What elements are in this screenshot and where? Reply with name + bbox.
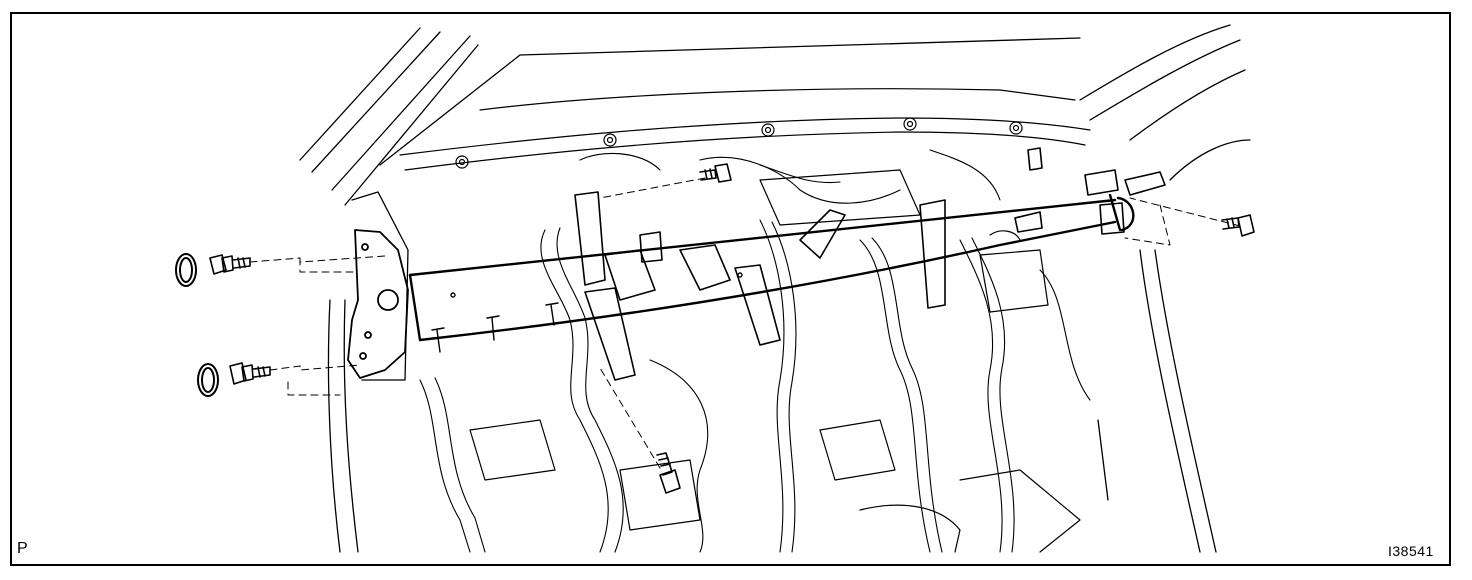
bolt-bottom-center [656,452,681,494]
figure-id-label: I38541 [1388,543,1434,559]
cowl-panel [399,88,1091,171]
wire-harness [419,149,1091,553]
left-side-bracket [347,229,409,379]
installation-guide-lines [249,177,1241,469]
bolt-left-upper [209,254,251,275]
figure-frame [10,12,1451,566]
bolt-left-lower [229,362,271,385]
bolt-right [1221,214,1255,237]
bar-brackets [574,191,1043,381]
gasket-ring-lower [197,363,219,397]
cowl-mounting-holes [455,117,1023,169]
bolt-top-center [699,163,732,183]
mounting-studs [431,272,743,353]
right-end-bracket [1027,147,1166,235]
left-pillar [299,27,1081,553]
under-dash-components [469,152,1081,553]
gasket-ring-upper [175,253,197,287]
reinforcement-bar [408,193,1135,342]
figure-left-label: P [17,540,28,557]
right-pillar [1079,24,1251,553]
